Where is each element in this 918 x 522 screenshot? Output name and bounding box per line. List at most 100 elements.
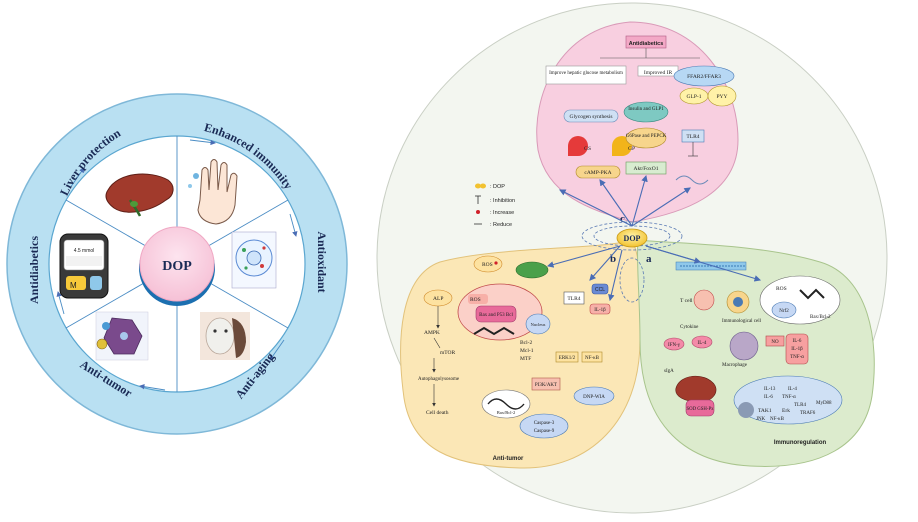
cell-membrane-icon	[675, 261, 747, 271]
dop-center-label: DOP	[624, 234, 641, 243]
legend-increase: : Increase	[490, 210, 514, 216]
nucleus-label: Nucleus	[531, 322, 546, 327]
antitumor-pathway: ROS ALP ROS Bax and P53 Bcl Nucleus Bcl-…	[418, 245, 623, 462]
nfkb-tumor: NF-κB	[585, 356, 600, 361]
panel-letter-a: a	[646, 253, 652, 265]
ros-immuno: ROS	[776, 286, 787, 292]
tumor-cells-icon	[95, 311, 149, 361]
panel-letter-b: b	[610, 253, 616, 265]
gut-microbe-icon	[675, 175, 709, 185]
erk12: ERK1/2	[559, 356, 576, 361]
akt-foxo1: Akt/FoxO1	[633, 166, 658, 172]
il-4b: IL-4	[788, 387, 797, 392]
t-cell-icon	[693, 289, 715, 311]
sod-gshpx: SOD GSH-Px	[686, 407, 714, 412]
cell-death: Cell death	[426, 410, 449, 416]
glp-1: GLP-1	[687, 94, 702, 100]
chromatin-icon	[487, 398, 525, 410]
caspase-9: Caspase-9	[534, 429, 555, 434]
hepatic-glucose: Improve hepatic glucose metabolism	[549, 71, 623, 76]
meter-reading: 4.5 mmol	[74, 248, 95, 254]
wheel-arrows	[56, 139, 298, 391]
cytokine: Cytokine	[680, 325, 699, 330]
legend-dop-swatch	[475, 183, 481, 189]
liver-icon	[105, 173, 174, 217]
caspase-3: Caspase-3	[534, 421, 555, 426]
bcl2: Bcl-2	[520, 340, 532, 346]
il-6b: IL-6	[764, 395, 773, 400]
immuno-title: Immunoregulation	[774, 440, 827, 446]
no: NO	[771, 340, 779, 345]
bax-p53: Bax and P53 Bcl	[479, 313, 513, 318]
antidiabetic-title: Antidiabetics	[629, 41, 664, 47]
il-13: IL-13	[764, 387, 776, 392]
nrf2: Nrf2	[779, 309, 789, 314]
antitumor-title: Anti-tumor	[493, 456, 524, 462]
pyy: PYY	[716, 94, 727, 100]
wheel-center	[139, 226, 215, 302]
dop-center	[616, 228, 648, 248]
il-1b-immuno: IL-1β	[791, 347, 803, 352]
t-cell: T cell	[680, 298, 693, 304]
left-wheel: 4.5 mmol M DOP Liver protection Enhanced…	[6, 93, 348, 435]
erk-immuno: Erk	[782, 408, 790, 414]
hand-icon	[188, 159, 238, 225]
mtor: mTOR	[440, 350, 456, 356]
bax-bcl-tumor: Bax/Bcl-2	[497, 410, 516, 415]
ros-left: ROS	[470, 297, 481, 303]
antioxidant-cell-icon	[231, 231, 277, 289]
svg-text:M: M	[70, 281, 77, 290]
face-mask-icon	[200, 312, 250, 360]
legend-reduce: : Reduce	[490, 222, 512, 228]
mtf: MTF	[520, 356, 531, 362]
tnf-alpha-b: TNF-α	[782, 395, 796, 400]
gp-label: GP	[628, 146, 635, 152]
tak1: TAK1	[758, 408, 772, 414]
alp: ALP	[433, 296, 443, 302]
jnk: JNK	[756, 417, 766, 422]
tnf-alpha: TNF-α	[790, 355, 804, 360]
il-6: IL-6	[793, 339, 802, 344]
sector-label-antidiabetics: Antidiabetics	[27, 236, 41, 304]
ros-top: ROS	[482, 262, 493, 268]
autophagolysosome: Autophagolysosome	[418, 377, 460, 382]
g6pase-pepck: G6Pase and PEPCK	[626, 134, 667, 139]
sector-label-antioxidant: Antioxidant	[315, 231, 329, 292]
tlr-tumor: TLR4	[567, 296, 580, 302]
improved-ir: Improved IR	[644, 70, 673, 76]
ampk: AMPK	[424, 330, 440, 336]
dnp-wia: DNP-WIA	[583, 395, 605, 400]
legend-inhibition: : Inhibition	[490, 198, 515, 204]
immunological-cell: Immunological cell	[722, 319, 762, 324]
insulin-glp1: Insulin and GLP1	[628, 107, 664, 112]
gs-pacman-icon	[568, 136, 588, 156]
liver-small-icon	[675, 375, 717, 403]
myd88: MyD88	[816, 401, 832, 406]
immuno-pathway: T cell Immunological cell ROS Nrf2 Bax/B…	[645, 245, 843, 446]
signal-node-icon	[738, 402, 754, 418]
right-diagram: DOP c a b : DOP : Inhibition : Increase …	[376, 2, 888, 514]
tlr4-immuno: TLR4	[794, 403, 806, 408]
legend: : DOP : Inhibition : Increase : Reduce	[474, 183, 515, 228]
ccl: CCL	[595, 287, 605, 293]
il-4: IL-4	[698, 341, 707, 346]
il1b-tumor: IL-1β	[594, 308, 606, 313]
antidiabetic-pathway: Antidiabetics Improve hepatic glucose me…	[545, 35, 737, 227]
dna-helix-icon	[473, 326, 515, 336]
gs-label: GS	[584, 146, 591, 152]
camp-pka: cAMP-PKA	[584, 170, 611, 176]
wheel-center-label: DOP	[162, 259, 192, 274]
ifn-gamma: IFN-γ	[668, 343, 681, 348]
mitochondrion-icon	[515, 261, 549, 279]
legend-dop: : DOP	[490, 184, 505, 190]
glycogen-synthesis: Glycogen synthesis	[570, 114, 613, 120]
ffar2-ffar3: FFAR2/FFAR3	[687, 74, 721, 80]
traf6: TRAF6	[800, 411, 816, 416]
macrophage-icon	[729, 331, 759, 361]
macrophage: Macrophage	[722, 363, 748, 368]
nfkb-immuno: NF-κB	[770, 417, 785, 422]
panel-letter-c: c	[620, 213, 625, 225]
pi3k-akt: PI3K/AKT	[535, 383, 557, 388]
tlr4-top: TLR4	[686, 134, 699, 140]
